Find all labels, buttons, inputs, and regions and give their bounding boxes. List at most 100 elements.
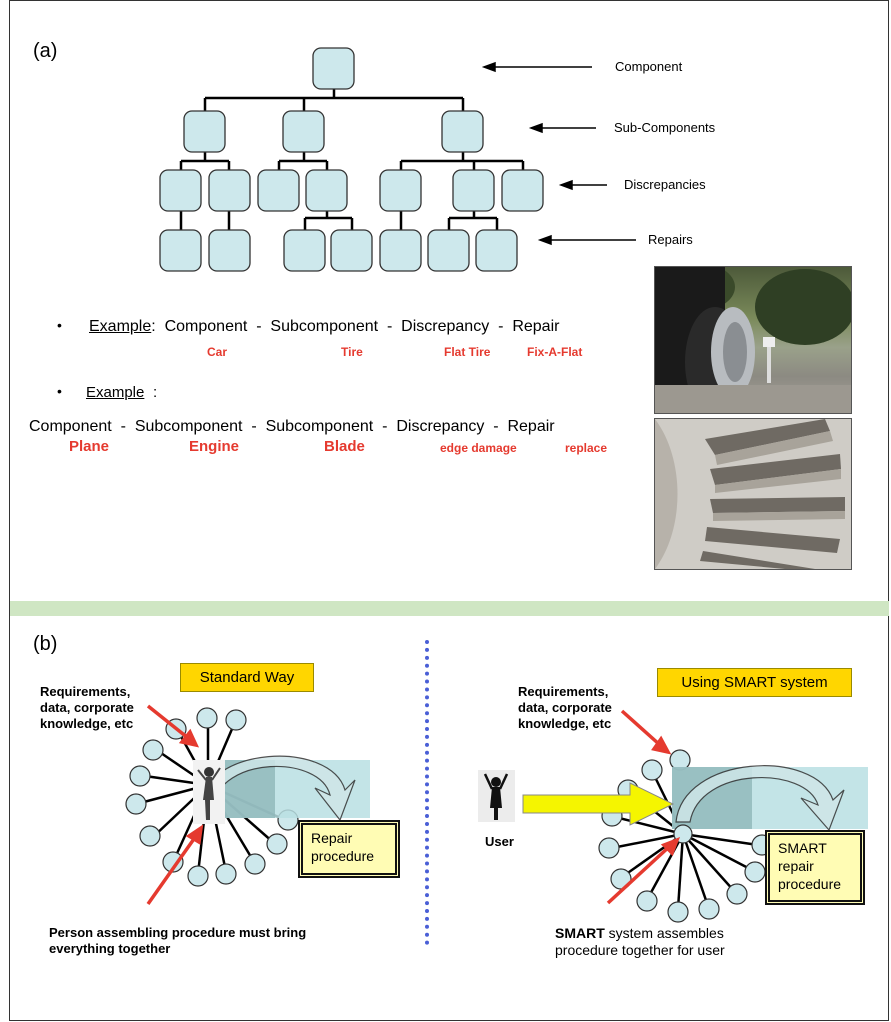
red-arrow-icon xyxy=(606,836,681,905)
user-arrow-icon xyxy=(522,782,675,826)
input-node xyxy=(726,883,748,905)
level-arrows xyxy=(481,61,636,246)
smart-inputs-text: Requirements, data, corporate knowledge,… xyxy=(518,684,612,731)
node-repair xyxy=(379,229,422,272)
input-node xyxy=(215,863,237,885)
level-label-repairs: Repairs xyxy=(648,232,693,247)
node-repair xyxy=(427,229,470,272)
input-node xyxy=(139,825,161,847)
panel-b-label: (b) xyxy=(33,633,58,655)
chain-term: Component xyxy=(29,418,112,435)
chain-term: Component xyxy=(164,318,248,335)
tree-connectors xyxy=(179,89,525,230)
input-node xyxy=(667,901,689,923)
example-value: Plane xyxy=(69,438,110,455)
panel-a-label: (a) xyxy=(33,40,58,62)
smart-caption-rest: system assembles procedure together for … xyxy=(555,925,725,958)
bullet: • xyxy=(57,383,62,399)
example-lead: Example xyxy=(86,384,145,401)
node-discrepancy xyxy=(452,169,495,212)
input-node xyxy=(636,890,658,912)
turbine-blade-illustration xyxy=(655,419,851,569)
chain-term: Repair xyxy=(507,418,555,435)
chain-term: Subcomponent xyxy=(270,318,379,335)
user-label: User xyxy=(485,834,514,849)
chain-term: Discrepancy xyxy=(401,318,490,335)
example-value: Engine xyxy=(189,438,240,455)
node-discrepancy xyxy=(159,169,202,212)
user-figure-icon xyxy=(478,770,515,822)
red-arrow-icon xyxy=(620,709,672,755)
smart-caption-bold: SMART xyxy=(555,925,605,941)
input-node xyxy=(129,765,151,787)
example-value: replace xyxy=(565,441,608,455)
panel-separator xyxy=(10,601,889,616)
chain-term: Discrepancy xyxy=(396,418,485,435)
node-discrepancy xyxy=(501,169,544,212)
bullet: • xyxy=(57,317,62,333)
node-subcomponent xyxy=(282,110,325,153)
input-node xyxy=(598,837,620,859)
standard-way-title: Standard Way xyxy=(180,663,314,692)
figure-frame xyxy=(9,0,889,1021)
tree-nodes xyxy=(159,47,544,272)
arrow-left-icon xyxy=(528,122,543,134)
input-node xyxy=(142,739,164,761)
node-repair xyxy=(159,229,202,272)
chain-term: Subcomponent xyxy=(134,418,243,435)
flat-tire-illustration xyxy=(655,267,851,413)
smart-system-title: Using SMART system xyxy=(657,668,852,697)
node-repair xyxy=(208,229,251,272)
example-2-line: Component - Subcomponent - Subcomponent … xyxy=(29,418,555,435)
level-label-component: Component xyxy=(615,59,683,74)
input-node xyxy=(744,861,766,883)
person-figure-icon xyxy=(193,760,225,824)
input-node xyxy=(196,707,218,729)
input-node xyxy=(125,793,147,815)
arrow-left-icon xyxy=(558,179,573,191)
smart-procedure-box: SMART repair procedure xyxy=(765,830,865,905)
turbine-blade-photo xyxy=(654,418,852,570)
node-repair xyxy=(475,229,518,272)
input-node xyxy=(266,833,288,855)
flat-tire-photo xyxy=(654,266,852,414)
level-label-sub-components: Sub-Components xyxy=(614,120,716,135)
node-discrepancy xyxy=(305,169,348,212)
input-node xyxy=(641,759,663,781)
curved-arrow xyxy=(197,755,356,822)
node-repair xyxy=(330,229,373,272)
smart-caption: SMART system assembles procedure togethe… xyxy=(555,925,765,959)
red-arrow-icon xyxy=(146,704,200,748)
arrow-left-icon xyxy=(537,234,552,246)
standard-procedure-box: Repair procedure xyxy=(298,820,400,878)
input-node xyxy=(244,853,266,875)
input-node xyxy=(698,898,720,920)
chain-term: Repair xyxy=(512,318,560,335)
input-node xyxy=(187,865,209,887)
input-node xyxy=(225,709,247,731)
input-node xyxy=(162,851,184,873)
node-discrepancy xyxy=(257,169,300,212)
example-1-line: Example: Component - Subcomponent - Disc… xyxy=(89,318,560,335)
red-arrow-icon xyxy=(146,824,204,906)
node-discrepancy xyxy=(208,169,251,212)
standard-inputs-text: Requirements, data, corporate knowledge,… xyxy=(40,684,134,731)
example-value: Tire xyxy=(341,345,363,359)
node-repair xyxy=(283,229,326,272)
example-value: Car xyxy=(207,345,228,359)
example-lead: Example xyxy=(89,318,152,335)
node-discrepancy xyxy=(379,169,422,212)
level-label-discrepancies: Discrepancies xyxy=(624,177,706,192)
arrow-left-icon xyxy=(481,61,496,73)
node-subcomponent xyxy=(441,110,484,153)
chain-term: Subcomponent xyxy=(265,418,374,435)
node-subcomponent xyxy=(183,110,226,153)
standard-caption: Person assembling procedure must bring e… xyxy=(49,925,307,956)
example-value: Fix-A-Flat xyxy=(527,345,583,359)
example-value: Flat Tire xyxy=(444,345,491,359)
panel-b-divider xyxy=(425,640,429,945)
example-value: edge damage xyxy=(440,441,517,455)
